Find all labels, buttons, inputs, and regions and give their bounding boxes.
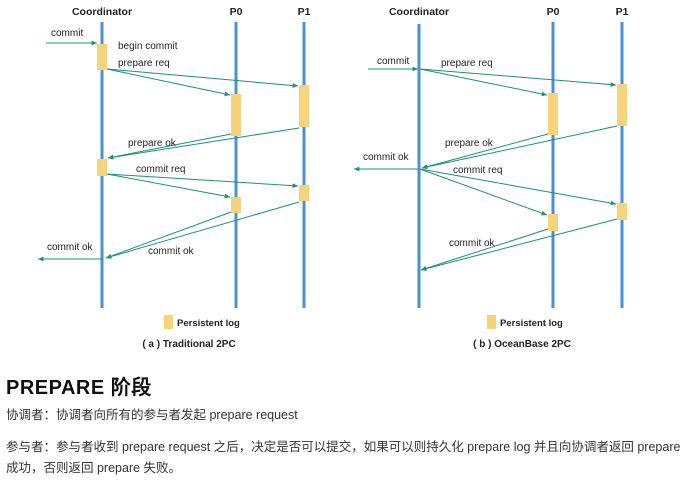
commit-req-p1-arrow — [419, 168, 617, 206]
commit-ok-p0-arrow — [105, 211, 232, 259]
commit-label: commit — [51, 28, 83, 39]
p1-header: P1 — [298, 6, 311, 18]
prepare-req-p1-arrow — [106, 68, 299, 88]
commit-req-p0-arrow — [106, 173, 231, 199]
section-title: PREPARE 阶段 — [6, 377, 152, 399]
prepare-ok-label: prepare ok — [445, 138, 494, 149]
prepare-req-p1-arrow — [419, 68, 617, 87]
coordinator-header: Coordinator — [72, 6, 132, 18]
coordinator-header: Coordinator — [389, 6, 449, 18]
p1-prepare-log — [617, 84, 627, 126]
diagram-caption: ( b ) OceanBase 2PC — [473, 339, 571, 350]
p0-header: P0 — [547, 6, 560, 18]
diagram-caption: ( a ) Traditional 2PC — [142, 339, 235, 350]
commit-ok-p1-arrow — [105, 201, 300, 259]
oceanbase-2pc-diagram: Coordinator P0 P1 commit prepare req pre… — [354, 6, 629, 350]
p1-header: P1 — [616, 6, 629, 18]
traditional-2pc-diagram: Coordinator P0 P1 commit begin commit pr… — [38, 6, 311, 350]
prepare-ok-p0-arrow — [107, 133, 232, 160]
commit-ok-outer-label: commit ok — [47, 242, 94, 253]
participant-paragraph: 参与者：参与者收到 prepare request 之后，决定是否可以提交，如果… — [6, 440, 681, 475]
commit-label: commit — [377, 56, 409, 67]
legend-swatch — [487, 315, 496, 329]
coordinator-paragraph: 协调者：协调者向所有的参与者发起 prepare request — [6, 408, 298, 422]
commit-req-p0-arrow — [419, 168, 548, 216]
coordinator-commit-log — [97, 159, 107, 176]
prepare-ok-p1-arrow — [421, 125, 618, 170]
commit-req-label: commit req — [136, 164, 185, 175]
commit-req-label: commit req — [453, 165, 502, 176]
p0-commit-log — [231, 197, 241, 213]
legend-label: Persistent log — [500, 318, 563, 329]
legend-swatch — [164, 315, 173, 329]
commit-ok-inner-label: commit ok — [148, 246, 195, 257]
prepare-ok-label: prepare ok — [128, 138, 177, 149]
p1-commit-log — [617, 203, 627, 220]
p1-commit-log — [299, 185, 309, 201]
commit-ok-p0-arrow — [420, 228, 549, 271]
commit-ok-outer-label: commit ok — [363, 152, 410, 163]
prepare-req-p0-arrow — [419, 68, 548, 97]
p0-prepare-log — [231, 94, 241, 136]
p0-header: P0 — [230, 6, 243, 18]
prepare-ok-p0-arrow — [421, 133, 549, 169]
prepare-req-label: prepare req — [441, 58, 493, 69]
prepare-req-p0-arrow — [106, 68, 231, 97]
p1-prepare-log — [299, 85, 309, 127]
commit-req-p1-arrow — [106, 173, 299, 189]
commit-ok-inner-label: commit ok — [449, 238, 496, 249]
p0-commit-log — [548, 214, 558, 231]
prepare-ok-p1-arrow — [107, 127, 300, 160]
commit-ok-p1-arrow — [420, 218, 618, 271]
prepare-req-label: prepare req — [118, 58, 170, 69]
legend-label: Persistent log — [177, 318, 240, 329]
coordinator-begin-commit-log — [97, 44, 107, 70]
p0-prepare-log — [548, 93, 558, 135]
two-phase-commit-diagram: Coordinator P0 P1 commit begin commit pr… — [38, 6, 629, 350]
begin-commit-label: begin commit — [118, 41, 178, 52]
